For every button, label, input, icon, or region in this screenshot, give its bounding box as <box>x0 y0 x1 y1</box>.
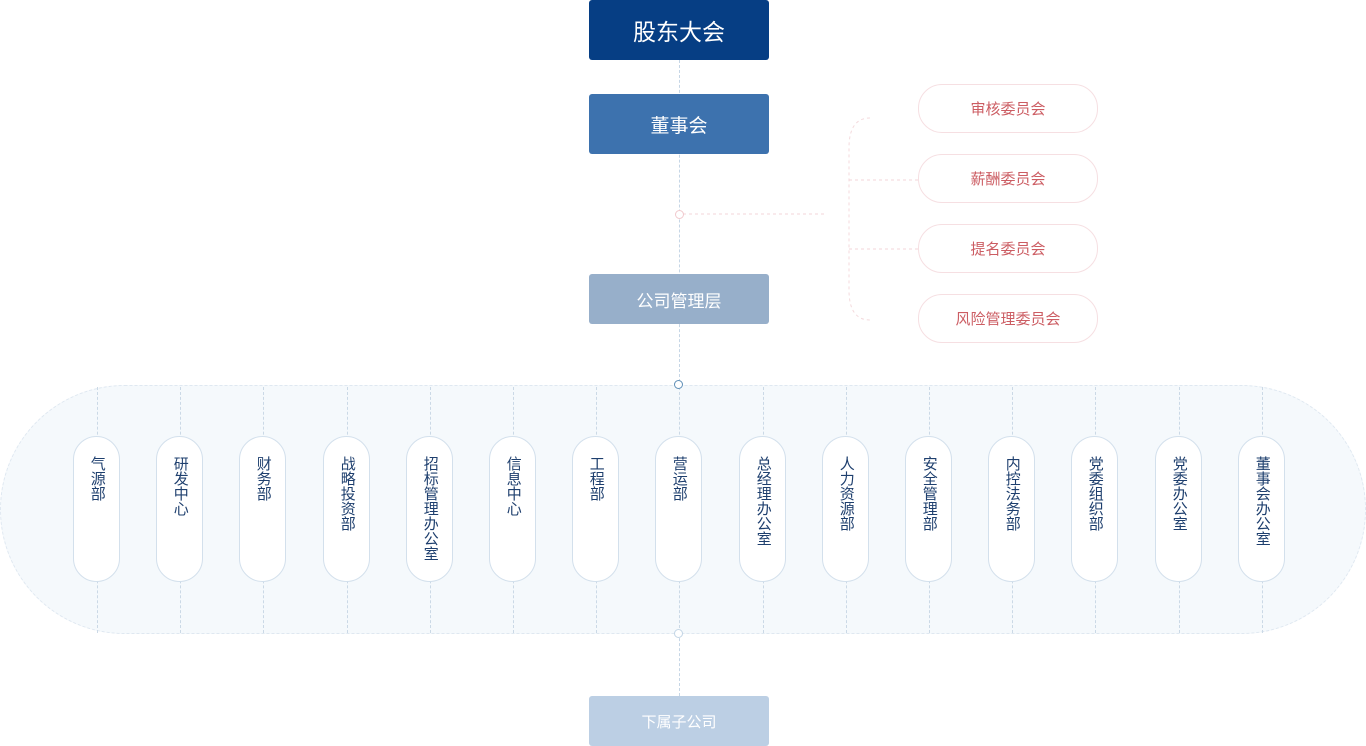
department-label: 党委办公室 <box>1170 456 1188 531</box>
department-label: 总经理办公室 <box>754 456 772 546</box>
department-box: 安全管理部 <box>905 436 952 582</box>
department-label: 战略投资部 <box>338 456 356 531</box>
department-label: 招标管理办公室 <box>421 456 439 561</box>
remuneration-committee: 薪酬委员会 <box>918 154 1098 203</box>
shareholders-meeting-label: 股东大会 <box>633 19 725 45</box>
shareholders-meeting-box: 股东大会 <box>589 0 769 60</box>
department-box: 党委组织部 <box>1071 436 1118 582</box>
department-label: 人力资源部 <box>837 456 855 531</box>
department-label: 工程部 <box>587 456 605 501</box>
main-connector <box>679 60 680 696</box>
committee-junction-node <box>675 210 684 219</box>
department-box: 信息中心 <box>489 436 536 582</box>
department-label: 研发中心 <box>171 456 189 516</box>
nomination-committee-label: 提名委员会 <box>970 241 1046 258</box>
remuneration-committee-label: 薪酬委员会 <box>970 171 1046 188</box>
department-label: 信息中心 <box>504 456 522 516</box>
management-box: 公司管理层 <box>589 274 769 324</box>
board-box: 董事会 <box>589 94 769 154</box>
audit-committee-label: 审核委员会 <box>970 101 1046 118</box>
band-top-node <box>674 380 683 389</box>
risk-management-committee: 风险管理委员会 <box>918 294 1098 343</box>
department-box: 董事会办公室 <box>1238 436 1285 582</box>
band-bottom-node <box>674 629 683 638</box>
subsidiaries-box: 下属子公司 <box>589 696 769 746</box>
department-label: 安全管理部 <box>920 456 938 531</box>
department-label: 财务部 <box>254 456 272 501</box>
risk-management-committee-label: 风险管理委员会 <box>955 311 1061 328</box>
department-label: 董事会办公室 <box>1253 456 1271 546</box>
department-box: 人力资源部 <box>822 436 869 582</box>
department-box: 工程部 <box>572 436 619 582</box>
department-box: 战略投资部 <box>323 436 370 582</box>
department-label: 党委组织部 <box>1086 456 1104 531</box>
department-box: 总经理办公室 <box>739 436 786 582</box>
subsidiaries-label: 下属子公司 <box>641 713 717 731</box>
department-label: 气源部 <box>88 456 106 501</box>
audit-committee: 审核委员会 <box>918 84 1098 133</box>
department-box: 党委办公室 <box>1155 436 1202 582</box>
department-box: 气源部 <box>73 436 120 582</box>
board-label: 董事会 <box>650 115 708 137</box>
management-label: 公司管理层 <box>636 291 722 311</box>
department-box: 财务部 <box>239 436 286 582</box>
department-box: 招标管理办公室 <box>406 436 453 582</box>
department-label: 营运部 <box>670 456 688 501</box>
department-box: 内控法务部 <box>988 436 1035 582</box>
department-box: 营运部 <box>655 436 702 582</box>
department-box: 研发中心 <box>156 436 203 582</box>
nomination-committee: 提名委员会 <box>918 224 1098 273</box>
department-label: 内控法务部 <box>1003 456 1021 531</box>
